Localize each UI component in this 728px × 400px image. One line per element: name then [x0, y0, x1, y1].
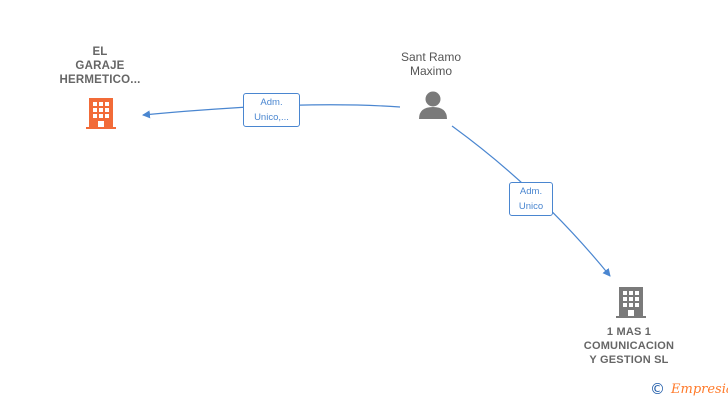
label-line: Sant Ramo: [400, 50, 462, 64]
label-line: GARAJE: [75, 60, 125, 72]
label-line: Y GESTION SL: [589, 354, 669, 366]
company-node-label[interactable]: EL GARAJE HERMETICO...: [40, 45, 160, 87]
label-line: EL: [92, 46, 108, 58]
brand-name: Empresia: [671, 381, 728, 397]
person-node-label[interactable]: Sant Ramo Maximo: [381, 50, 481, 78]
label-line: Maximo: [409, 64, 452, 78]
edge-label-line: Unico,...: [254, 112, 289, 123]
edge-label-role[interactable]: Adm. Unico: [509, 182, 553, 216]
edge-label-line: Unico: [518, 201, 544, 212]
copyright-icon: ©: [650, 380, 665, 398]
building-icon[interactable]: [85, 96, 117, 130]
company-node-label[interactable]: 1 MAS 1 COMUNICACION Y GESTION SL: [569, 325, 689, 367]
label-line: HERMETICO...: [59, 74, 141, 86]
label-line: 1 MAS 1: [606, 326, 652, 338]
edge-label-line: Adm.: [519, 186, 543, 197]
edge-label-line: Adm.: [260, 97, 283, 108]
edge-label-role[interactable]: Adm. Unico,...: [243, 93, 300, 127]
label-line: COMUNICACION: [583, 340, 675, 352]
empresia-logo: © Empresia: [650, 378, 728, 400]
person-icon[interactable]: [417, 90, 449, 120]
building-icon[interactable]: [615, 285, 647, 319]
